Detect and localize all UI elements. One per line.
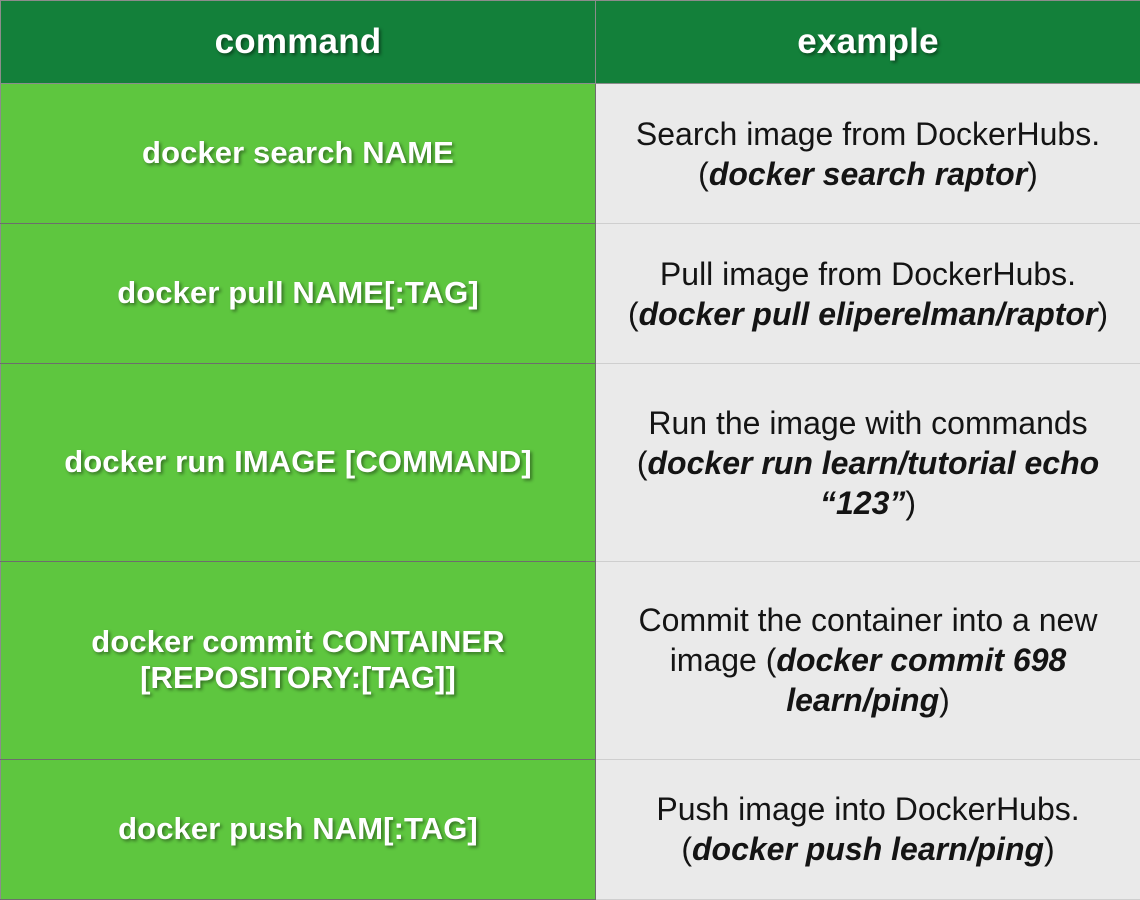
example-command: docker push learn/ping (691, 831, 1045, 868)
example-description: Commit the container into a new image ( (638, 602, 1098, 679)
table-header-row: command example (0, 0, 1140, 84)
example-suffix: ) (1027, 155, 1038, 192)
command-cell: docker search NAME (0, 82, 596, 225)
example-cell: Pull image from DockerHubs. (docker pull… (595, 223, 1140, 365)
table-row: docker search NAME Search image from Doc… (0, 82, 1140, 225)
example-cell: Run the image with commands (docker run … (595, 363, 1140, 563)
example-command: docker commit 698 learn/ping (776, 642, 1067, 719)
column-header-command: command (0, 0, 596, 84)
table-row: docker run IMAGE [COMMAND] Run the image… (0, 363, 1140, 563)
example-command: docker pull eliperelman/raptor (638, 295, 1098, 332)
example-description: Run the image with commands ( (636, 404, 1088, 481)
example-suffix: ) (1097, 295, 1109, 332)
example-cell: Commit the container into a new image (d… (595, 561, 1140, 760)
example-suffix: ) (939, 682, 950, 719)
command-cell: docker pull NAME[:TAG] (0, 223, 596, 365)
example-suffix: ) (905, 484, 917, 521)
column-header-example: example (595, 0, 1140, 84)
example-command: docker search raptor (708, 155, 1028, 192)
table-row: docker commit CONTAINER [REPOSITORY:[TAG… (0, 561, 1140, 760)
command-cell: docker commit CONTAINER [REPOSITORY:[TAG… (0, 561, 596, 760)
example-cell: Push image into DockerHubs. (docker push… (595, 758, 1140, 900)
example-cell: Search image from DockerHubs. (docker se… (595, 82, 1140, 225)
table-header: command example (0, 0, 1140, 84)
table-row: docker push NAM[:TAG] Push image into Do… (0, 758, 1140, 900)
example-command: docker run learn/tutorial echo “123” (647, 444, 1100, 521)
table-body: docker search NAME Search image from Doc… (0, 82, 1140, 900)
example-description: Search image from DockerHubs. ( (635, 115, 1101, 192)
example-description: Push image into DockerHubs. ( (656, 791, 1080, 868)
table-row: docker pull NAME[:TAG] Pull image from D… (0, 223, 1140, 365)
example-suffix: ) (1044, 831, 1055, 868)
command-cell: docker push NAM[:TAG] (0, 758, 596, 900)
example-description: Pull image from DockerHubs. ( (627, 255, 1077, 332)
command-cell: docker run IMAGE [COMMAND] (0, 363, 596, 563)
